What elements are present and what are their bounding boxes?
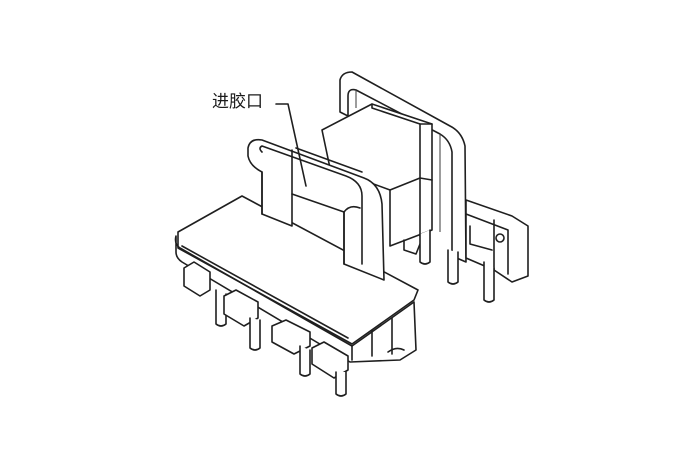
- front-pins: [183, 261, 349, 397]
- right-back-block: [465, 199, 529, 283]
- leader-line: [275, 103, 307, 187]
- gate-label: 进胶口: [212, 92, 263, 112]
- base-plate: [174, 195, 419, 363]
- back-pins: [419, 229, 495, 303]
- left-flange: [247, 138, 385, 281]
- right-flange: [339, 71, 467, 263]
